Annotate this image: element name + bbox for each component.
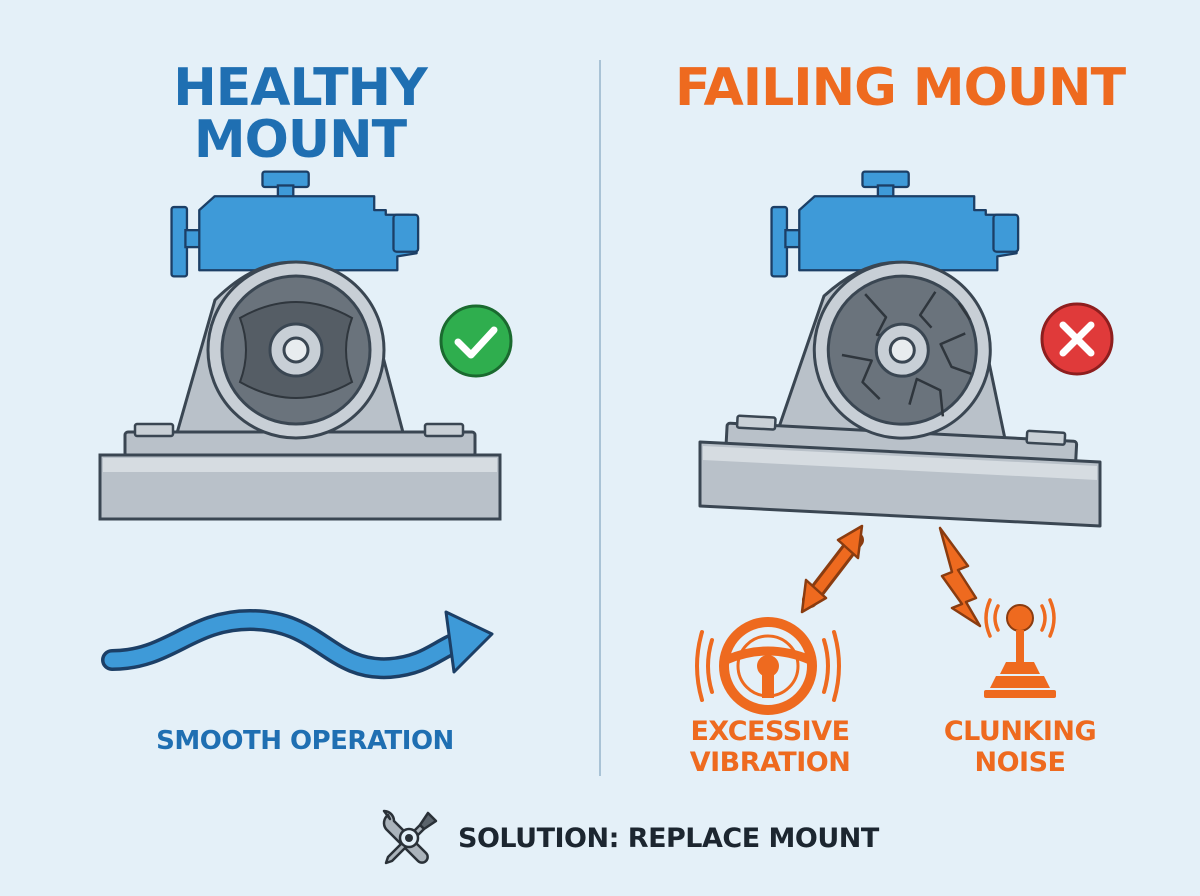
failing-engine-icon (770, 170, 1020, 278)
smooth-wave-arrow-icon (101, 608, 494, 680)
failing-frame-rail (698, 440, 1102, 528)
wrench-screwdriver-icon (382, 809, 438, 865)
solution-text: SOLUTION: REPLACE MOUNT (458, 822, 879, 854)
x-icon (1040, 302, 1114, 376)
failing-mount-title: FAILING MOUNT (674, 58, 1126, 118)
steering-wheel-icon (695, 617, 841, 715)
healthy-mount-title: HEALTHY MOUNT (173, 58, 427, 170)
gear-shifter-icon (984, 598, 1056, 698)
healthy-frame-rail (98, 453, 502, 521)
check-icon (439, 304, 513, 378)
failing-mount-bracket (724, 260, 1079, 467)
noise-lightning-icon (938, 526, 982, 628)
solution-banner: SOLUTION: REPLACE MOUNT (378, 806, 879, 870)
smooth-operation-caption: SMOOTH OPERATION (156, 726, 454, 756)
vibration-arrow-icon (800, 524, 864, 614)
center-divider (599, 60, 601, 776)
healthy-mount-bracket (123, 260, 477, 458)
